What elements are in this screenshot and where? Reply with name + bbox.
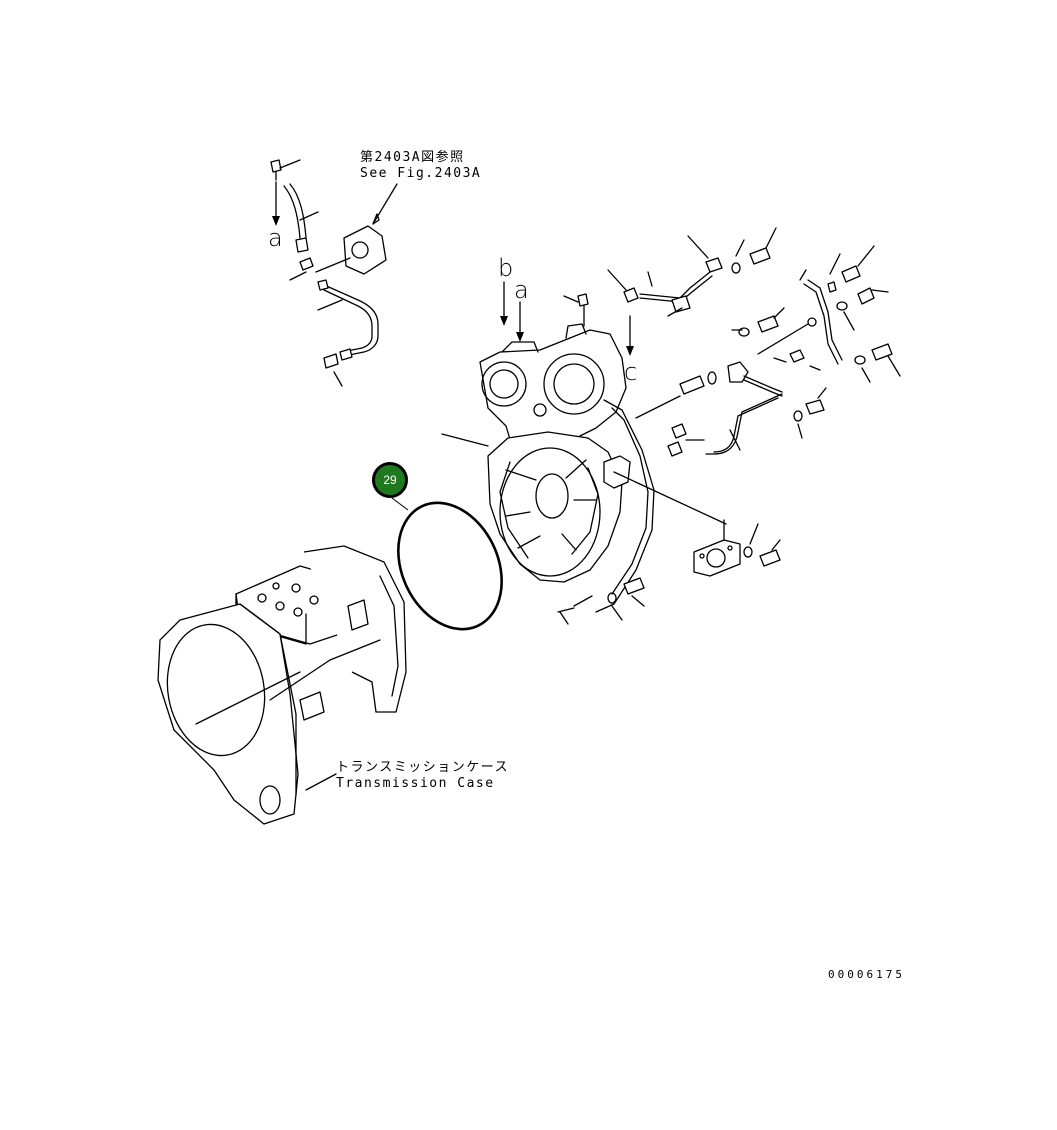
reference-note-top-en: See Fig.2403A [360,166,482,181]
callout-29[interactable]: 29 [372,462,408,498]
reference-note-bottom-jp: トランスミッションケース [336,760,510,775]
middle-right-parts [635,307,827,457]
reference-note-top-jp: 第2403A図参照 [360,150,465,165]
reference-note-bottom-en: Transmission Case [336,776,495,791]
document-id: 00006175 [828,968,905,981]
flow-arrow-a-left [272,181,280,226]
reference-note-top: 第2403A図参照 See Fig.2403A [360,150,481,182]
upper-left-pipe-assembly [270,159,398,387]
flow-letter-b-center: b [498,254,514,282]
upper-right-fittings [563,227,901,383]
transmission-case [157,545,407,825]
flow-arrow-a-center [516,301,524,342]
reference-note-bottom: トランスミッションケース Transmission Case [336,760,509,792]
flow-letter-a-left: a [268,224,283,252]
flow-arrow-b-center [500,281,508,326]
flow-arrow-c-right [626,315,634,356]
flow-letter-c-right: c [624,358,638,386]
rear-cover-housing [441,323,727,613]
plate-and-bolts [557,519,781,625]
flow-letter-a-center: a [514,276,529,304]
o-ring-29 [391,497,503,631]
callout-29-number: 29 [383,473,397,487]
